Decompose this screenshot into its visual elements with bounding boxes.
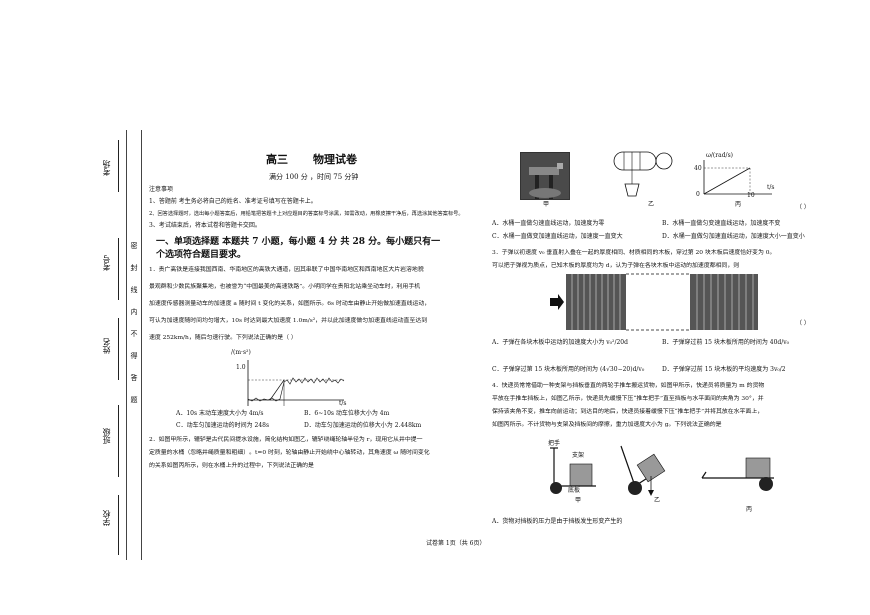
note-item: 1、答题前 考生务必将自己的姓名、准考证号填写在答题卡上。 bbox=[149, 198, 317, 205]
q2-fig-yi-label: 乙 bbox=[648, 201, 655, 208]
q3-option-c[interactable]: C．子弹穿过第 15 块木板所用的时间为 (4√30−20)d/v₀ bbox=[492, 366, 645, 373]
q2-graph-origin: 0 bbox=[696, 191, 700, 198]
q2-answer-blank[interactable]: （ ） bbox=[796, 204, 810, 211]
grade-heading: 高三 bbox=[266, 153, 288, 166]
section-title-cont: 个选项符合题目要求。 bbox=[156, 250, 247, 260]
q4-line: 保持该夹角不变，推车向前运动；到达目的地后，快递员接着缓慢下压“推车把手”并将其… bbox=[492, 409, 764, 415]
q4-fig-yi-label: 乙 bbox=[654, 497, 661, 504]
q2-well-photo bbox=[520, 152, 570, 200]
q4-line: 平放在手推车挡板上，如图乙所示，快递员先缓慢下压“推车把手”直至挡板与水平面间的… bbox=[492, 396, 764, 402]
q4-handle-label: 把手 bbox=[548, 440, 561, 447]
q2-option-a[interactable]: A．水桶一直做匀速直线运动，加速度为零 bbox=[492, 220, 605, 227]
note-item: 3、考试结束后，将本试卷和答题卡交回。 bbox=[149, 222, 261, 229]
seal-char: 题 bbox=[130, 396, 138, 404]
q1-chart-ylabel: /(m·s²) bbox=[231, 349, 251, 356]
school-label: 学校 bbox=[102, 510, 111, 526]
q4-support-label: 支架 bbox=[572, 452, 585, 459]
q3-wood-boards-diagram bbox=[550, 273, 758, 331]
q3-answer-blank[interactable]: （ ） bbox=[796, 320, 810, 327]
seal-text: 密 封 线 内 不 得 答 题 bbox=[129, 235, 139, 411]
q4-line: 4．快递员常常借助一种支架与挡板垂直的两轮手推车搬运货物，如图甲所示，快递员将质… bbox=[492, 383, 765, 389]
bullet-arrow bbox=[550, 294, 564, 310]
q2-fig-bing-label: 丙 bbox=[735, 201, 742, 208]
q4-option-a[interactable]: A．货物对挡板的压力是由于挡板发生形变产生的 bbox=[492, 518, 623, 525]
school-field-line[interactable] bbox=[118, 495, 119, 555]
q1-ramp-line bbox=[269, 379, 285, 401]
seal-line-outer bbox=[126, 130, 127, 560]
q4-stem: 4．快递员常常借助一种支架与挡板垂直的两轮手推车搬运货物，如图甲所示，快递员将质… bbox=[492, 380, 764, 432]
q1-chart-xlabel: t/s bbox=[339, 400, 347, 407]
note-item: 2、回答选择题时，选出每小题答案后，用铅笔把答题卡上对应题目的答案标号涂黑，如需… bbox=[149, 211, 464, 217]
q2-option-c[interactable]: C．水桶一直做变加速直线运动，加速度一直变大 bbox=[492, 233, 623, 240]
exam-id-field-line[interactable] bbox=[118, 238, 119, 300]
q1-option-c[interactable]: C．动车匀加速运动的时间为 248s bbox=[176, 422, 270, 429]
seal-line-inner bbox=[141, 130, 142, 560]
q1-line: 1．贵广高铁是连接我国西南、华南地区的高铁大通道，因其串联了中国华南地区和西南地… bbox=[149, 267, 424, 273]
exam-room-field-line[interactable] bbox=[118, 140, 119, 192]
seal-char: 答 bbox=[130, 374, 138, 382]
class-field-line[interactable] bbox=[118, 405, 119, 477]
seal-char: 密 bbox=[130, 242, 138, 250]
q1-option-a[interactable]: A．10s 末动车速度大小为 4m/s bbox=[176, 410, 264, 417]
q3-line: 3．子弹以初速度 v₀ 垂直射入叠在一起的厚度相同、材质相同的木板，穿过第 20… bbox=[492, 250, 776, 256]
q4-cart-fig-yi bbox=[620, 445, 666, 496]
name-field-line[interactable] bbox=[118, 318, 119, 380]
q3-option-d[interactable]: D．子弹穿过前 15 块木板的平均速度为 3v₀/2 bbox=[662, 366, 786, 373]
q3-option-a[interactable]: A．子弹在各块木板中运动的加速度大小为 v₀²/20d bbox=[492, 339, 628, 346]
q2-line: 的关系如图丙所示，则在水桶上升的过程中，下列说法正确的是 bbox=[149, 463, 314, 469]
q2-graph-xtick: 10 bbox=[747, 192, 755, 199]
q2-graph-ytick: 40 bbox=[694, 165, 702, 172]
q2-option-d[interactable]: D．水桶一直做匀加速直线运动，加速度大小一直变小 bbox=[662, 233, 805, 240]
q2-fig-jia-label: 甲 bbox=[543, 201, 550, 208]
section-title: 一、单项选择题 本题共 7 小题，每小题 4 分 共 28 分。每小题只有一 bbox=[156, 237, 441, 247]
seal-char: 封 bbox=[130, 264, 138, 272]
q4-line: 如图丙所示。不计货物与支架及挡板间的摩擦，重力加速度大小为 g。下列说法正确的是 bbox=[492, 422, 722, 428]
q1-chart-ytick: 1.0 bbox=[236, 364, 246, 371]
q1-option-d[interactable]: D．动车匀加速运动的位移大小为 2.448km bbox=[304, 422, 422, 429]
exam-id-label: 考号 bbox=[102, 255, 111, 271]
q1-line: 景观群和少数民族聚集地，也被誉为“中国最美的高速铁路”。小明同学在贵阳北站乘坐动… bbox=[149, 284, 421, 290]
q4-fig-jia-label: 甲 bbox=[575, 497, 582, 504]
q2-graph-ylabel: ω/(rad/s) bbox=[706, 152, 733, 159]
name-label: 姓名 bbox=[102, 338, 111, 354]
paper-title: 物理试卷 bbox=[313, 153, 357, 166]
q1-option-b[interactable]: B．6~10s 动车位移大小为 4m bbox=[304, 410, 390, 417]
q3-stem: 3．子弹以初速度 v₀ 垂直射入叠在一起的厚度相同、材质相同的木板，穿过第 20… bbox=[492, 247, 775, 273]
q4-fig-bing-label: 丙 bbox=[746, 506, 753, 513]
q2-graph-xlabel: t/s bbox=[767, 184, 775, 191]
q2-option-b[interactable]: B．水桶一直做匀变速直线运动，加速度不变 bbox=[662, 220, 781, 227]
q1-stem: 1．贵广高铁是连接我国西南、华南地区的高铁大通道，因其串联了中国华南地区和西南地… bbox=[149, 262, 464, 347]
q1-data-trace bbox=[247, 377, 345, 402]
q3-line: 可以把子弹视为质点，已知木板的厚度均为 d，认为子弹在各块木板中运动的加速度都相… bbox=[492, 263, 740, 269]
q2-omega-line bbox=[703, 167, 751, 195]
page-footer: 试卷第 1页（共 6页） bbox=[426, 540, 486, 547]
class-label: 班级 bbox=[102, 428, 111, 444]
q4-cart-fig-jia bbox=[550, 447, 596, 494]
seal-char: 得 bbox=[130, 352, 138, 360]
q2-line: 2．如图甲所示，辘轳是古代民间提水设施，简化结构如图乙，辘轳绕绳轮轴半径为 r，… bbox=[149, 437, 423, 443]
q2-omega-graph bbox=[703, 160, 772, 195]
q1-line: 可认为加速度随时间均匀增大，10s 时达到最大加速度 1.0m/s²，并以此加速… bbox=[149, 318, 428, 324]
notes-heading: 注意事项 bbox=[149, 186, 174, 193]
q1-line: 加速度传感器测量动车的加速度 a 随时间 t 变化的关系，如图所示。6s 时动车… bbox=[149, 301, 431, 307]
q1-acceleration-chart bbox=[247, 360, 345, 406]
q3-option-b[interactable]: B．子弹穿过前 15 块木板所用的时间为 40d/v₀ bbox=[662, 339, 790, 346]
seal-char: 内 bbox=[130, 308, 138, 316]
q2-line: 定质量的水桶（忽略井绳质量和粗细）。t=0 时刻，轮轴由静止开始绕中心轴转动，其… bbox=[149, 450, 430, 456]
q1-line: 速度 252km/h，随后匀速行驶。下列说法正确的是（ ） bbox=[149, 335, 297, 341]
q4-base-label: 底板 bbox=[568, 487, 581, 494]
score-time: 满分 100 分 ，时间 75 分钟 bbox=[269, 173, 359, 181]
q2-windlass-diagram bbox=[613, 151, 673, 197]
q2-stem: 2．如图甲所示，辘轳是古代民间提水设施，简化结构如图乙，辘轳绕绳轮轴半径为 r，… bbox=[149, 434, 464, 473]
seal-char: 线 bbox=[130, 286, 138, 294]
exam-room-label: 考场 bbox=[102, 160, 111, 176]
seal-char: 不 bbox=[130, 330, 138, 338]
q4-cart-fig-bing bbox=[701, 457, 774, 491]
